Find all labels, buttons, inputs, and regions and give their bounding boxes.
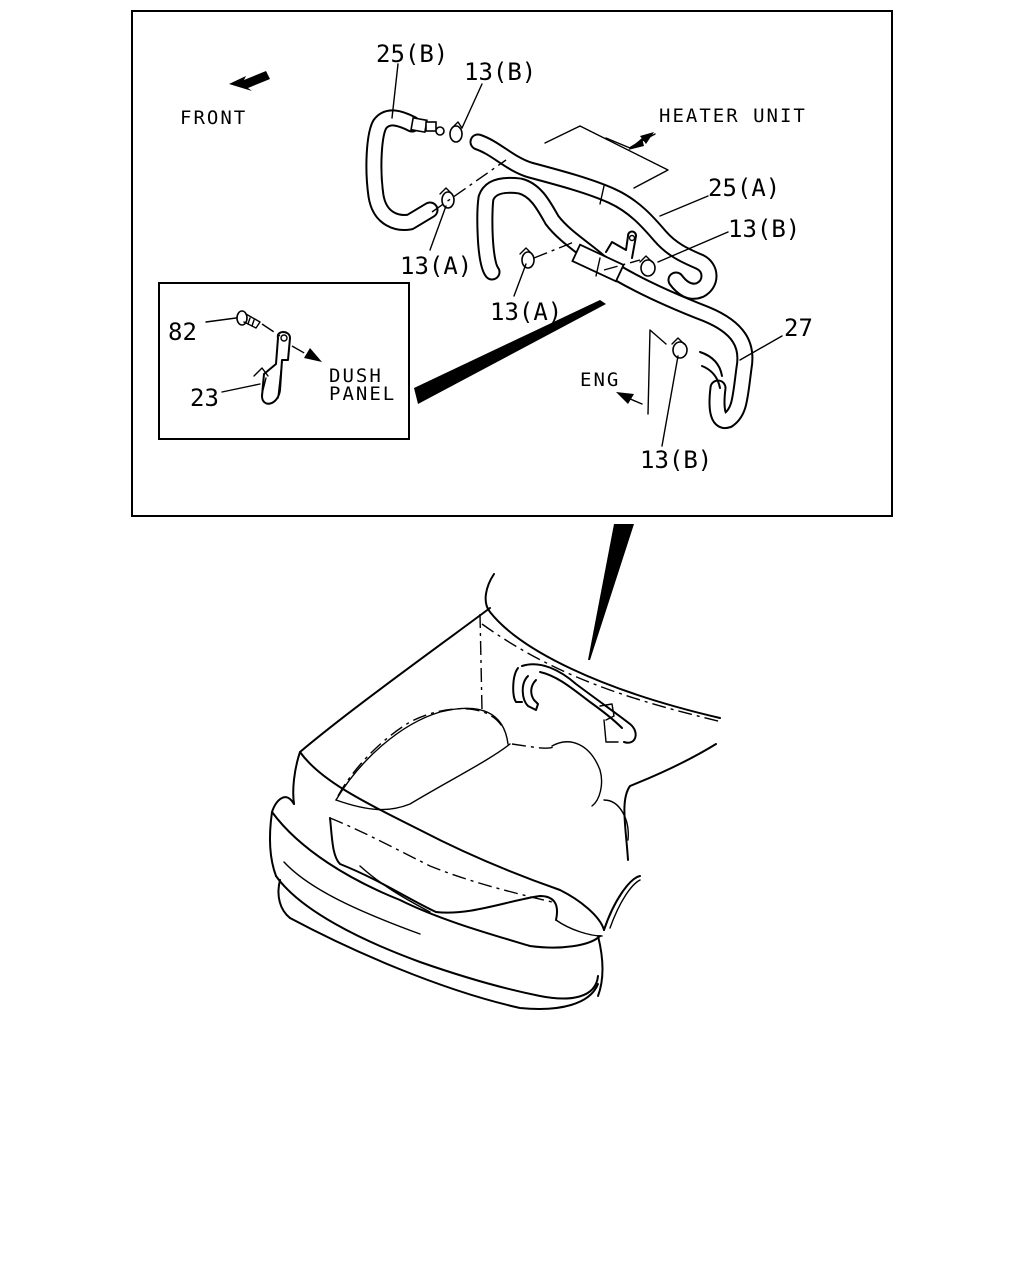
label-82: 82 [168,318,197,346]
label-23: 23 [190,384,219,412]
label-panel: PANEL [329,383,396,405]
label-13b-right: 13(B) [728,215,800,243]
label-27: 27 [784,314,813,342]
callout-wedge-inset [414,300,606,404]
pipe-bracket [605,230,637,259]
hose-25a [469,133,718,300]
clip-23-icon [253,331,291,405]
label-eng: ENG [580,369,620,391]
clamp-13b-bottom [671,337,688,359]
clamp-13b-right [639,255,656,277]
heater-direction-arrow-icon [629,132,654,149]
label-dush: DUSH [329,365,383,387]
leader-lines [391,63,783,447]
callout-wedge-car [588,524,634,660]
label-13a-mid: 13(A) [490,298,562,326]
hose-27 [476,176,754,429]
label-heater-unit: HEATER UNIT [659,105,807,127]
detail-frame [131,10,893,517]
label-25a: 25(A) [708,174,780,202]
label-13b-top: 13(B) [464,58,536,86]
vehicle-overview [268,573,723,1010]
clamp-13b-top [449,121,463,143]
hose-25b [365,109,439,231]
eng-direction [616,329,667,415]
dush-panel-arrow-icon [291,345,322,362]
label-front: FRONT [180,107,247,129]
hose-fitting [410,116,445,136]
bolt-82-icon [236,310,261,329]
clamp-13a-mid [519,247,535,269]
label-13b-bottom: 13(B) [640,446,712,474]
label-13a-left: 13(A) [400,252,472,280]
front-arrow-icon [229,71,270,91]
label-25b: 25(B) [376,40,448,68]
